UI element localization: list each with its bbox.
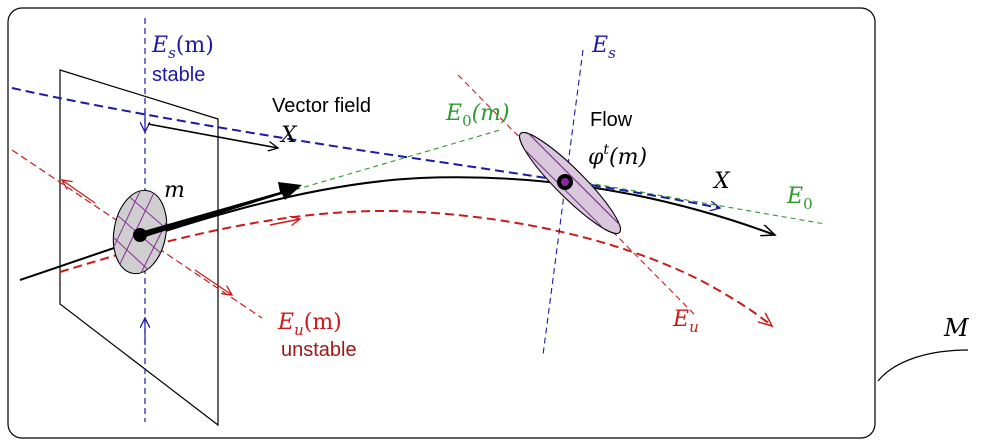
label-Eu-right: Eu	[672, 307, 699, 336]
label-M: M	[943, 314, 970, 342]
unstable-subspace-right-line	[457, 74, 696, 316]
label-Es-right: Es	[591, 33, 616, 62]
manifold-pointer-line	[877, 349, 969, 382]
label-Es-m: Es(m)	[151, 33, 214, 62]
label-X-right: X	[712, 169, 731, 194]
stable-manifold-curve	[11, 87, 720, 208]
vector-field-arrow	[147, 123, 278, 148]
manifold-frame	[7, 7, 876, 439]
unstable-subspace-left-line	[11, 149, 263, 319]
unstable-manifold-arrow	[269, 219, 300, 225]
label-E0-m: E0(m)	[445, 101, 510, 130]
unstable-arrow-right	[194, 269, 232, 295]
label-E0-right: E0	[786, 184, 813, 213]
stable-subspace-right-line	[542, 49, 584, 356]
unstable-arrow-left	[62, 180, 96, 204]
label-flow: Flow	[590, 109, 633, 131]
label-stable: stable	[152, 64, 205, 86]
label-X-left: X	[279, 123, 298, 148]
point-m	[133, 228, 147, 242]
unstable-manifold-curve	[59, 209, 772, 326]
label-m: m	[164, 178, 185, 203]
transversal-plane	[59, 69, 219, 427]
label-vector-field: Vector field	[272, 95, 371, 117]
label-Eu-m: Eu(m)	[277, 310, 342, 339]
label-unstable: unstable	[281, 339, 357, 361]
label-phi-t-m: φt(m)	[588, 142, 647, 170]
tangent-vector-arrow	[140, 182, 302, 238]
